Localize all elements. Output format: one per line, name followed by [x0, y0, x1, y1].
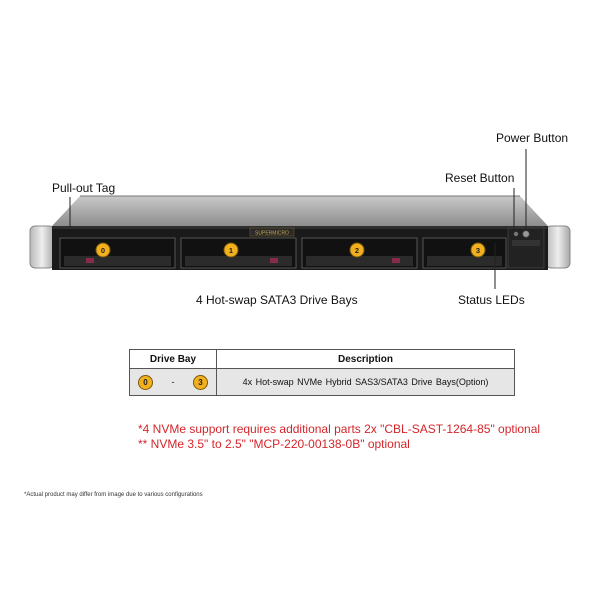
bay-badge-3-text: 3 [476, 246, 480, 255]
drive-bay-1 [180, 237, 297, 269]
disclaimer: *Actual product may differ from image du… [24, 492, 203, 498]
drive-bay-cell: 0 - 3 [129, 368, 217, 396]
bay-badge-2-text: 2 [355, 246, 359, 255]
bay-badge-0: 0 [95, 242, 111, 258]
reset-button [513, 231, 519, 237]
right-rack-ear [545, 225, 571, 269]
bay-badge-1-text: 1 [229, 246, 233, 255]
bay-end-badge: 3 [193, 374, 209, 390]
left-rack-ear [29, 225, 55, 269]
table-row: 0 - 3 4x Hot-swap NVMe Hybrid SAS3/SATA3… [129, 368, 515, 396]
bay-badge-2: 2 [349, 242, 365, 258]
description-cell: 4x Hot-swap NVMe Hybrid SAS3/SATA3 Drive… [216, 368, 515, 396]
drive-bay-0 [59, 237, 176, 269]
drive-bays-label: 4 Hot-swap SATA3 Drive Bays [196, 293, 358, 307]
chassis-top-cover [52, 196, 548, 226]
power-button-label: Power Button [496, 131, 569, 145]
nvme-bracket-note: ** NVMe 3.5" to 2.5" "MCP-220-00138-0B" … [138, 437, 410, 451]
status-leds [512, 240, 540, 246]
reset-button-label: Reset Button [445, 171, 515, 185]
status-leds-label: Status LEDs [458, 293, 525, 307]
table-header-row: Drive Bay Description [129, 349, 515, 369]
power-button [522, 230, 530, 238]
drive-bay-header: Drive Bay [129, 349, 217, 369]
bay-range-separator: - [171, 377, 175, 387]
drive-bay-3 [422, 237, 519, 269]
brand-text: SUPERMICRO [255, 231, 289, 237]
bay-badge-3: 3 [470, 242, 486, 258]
bay-start-badge: 0 [137, 374, 153, 390]
pullout-tag-label: Pull-out Tag [52, 181, 116, 195]
description-header: Description [216, 349, 515, 369]
drive-bay-table: Drive Bay Description 0 - 3 4x Hot-swap … [129, 349, 515, 396]
brand-plate [249, 227, 295, 237]
bay-badge-1: 1 [223, 242, 239, 258]
bay-badge-0-text: 0 [101, 246, 105, 255]
nvme-cable-note: *4 NVMe support requires additional part… [138, 422, 541, 436]
